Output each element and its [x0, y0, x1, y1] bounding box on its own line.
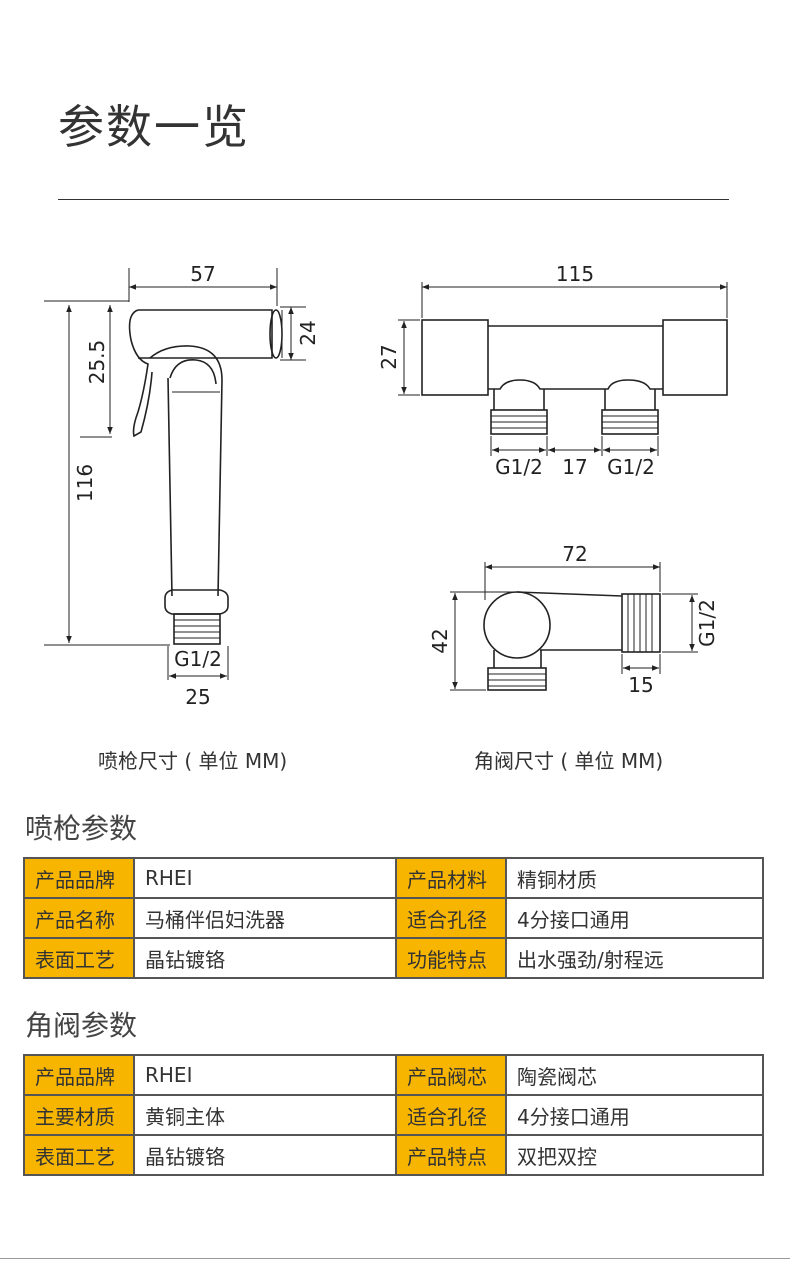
table-row: 产品名称 马桶伴侣妇洗器 适合孔径 4分接口通用 [23, 897, 764, 939]
param-value: 双把双控 [505, 1134, 764, 1176]
param-label: 适合孔径 [395, 897, 507, 939]
spray-gun-dimension-lines [44, 268, 306, 680]
spray-params-table: 产品品牌 RHEI 产品材料 精铜材质 产品名称 马桶伴侣妇洗器 适合孔径 4分… [23, 857, 764, 979]
dim-57-label: 57 [190, 262, 215, 286]
dimension-drawings: 57 24 25.5 116 G1/2 25 115 [44, 262, 728, 709]
double-valve-drawing [421, 319, 728, 435]
table-row: 产品品牌 RHEI 产品材料 精铜材质 [23, 857, 764, 899]
spray-gun-caption: 喷枪尺寸 ( 单位 MM) [98, 749, 288, 773]
spray-params-heading: 喷枪参数 [25, 812, 138, 845]
param-label: 产品特点 [395, 1134, 507, 1176]
param-label: 产品品牌 [23, 1054, 135, 1096]
single-valve-dimension-lines [450, 562, 698, 691]
dim-116-label: 116 [73, 464, 97, 502]
param-label: 主要材质 [23, 1094, 135, 1136]
table-row: 表面工艺 晶钻镀铬 功能特点 出水强劲/射程远 [23, 937, 764, 979]
table-row: 主要材质 黄铜主体 适合孔径 4分接口通用 [23, 1094, 764, 1136]
param-value: RHEI [133, 1054, 397, 1096]
angle-valve-caption: 角阀尺寸 ( 单位 MM) [474, 749, 664, 773]
param-value: 精铜材质 [505, 857, 764, 899]
page-title: 参数一览 [58, 100, 250, 154]
dim-g12-label: G1/2 [174, 647, 222, 671]
param-value: 4分接口通用 [505, 1094, 764, 1136]
dim-24-label: 24 [296, 320, 320, 345]
table-row: 产品品牌 RHEI 产品阀芯 陶瓷阀芯 [23, 1054, 764, 1096]
param-label: 产品阀芯 [395, 1054, 507, 1096]
dim-42-label: 42 [428, 628, 452, 653]
param-label: 产品品牌 [23, 857, 135, 899]
dim-25-label: 25 [185, 685, 210, 709]
param-value: 4分接口通用 [505, 897, 764, 939]
param-value: 晶钻镀铬 [133, 1134, 397, 1176]
param-value: 晶钻镀铬 [133, 937, 397, 979]
param-value: 马桶伴侣妇洗器 [133, 897, 397, 939]
param-label: 表面工艺 [23, 937, 135, 979]
dim-g12-right-label: G1/2 [607, 455, 655, 479]
param-label: 表面工艺 [23, 1134, 135, 1176]
dim-25-5-label: 25.5 [85, 340, 109, 385]
param-label: 功能特点 [395, 937, 507, 979]
param-value: RHEI [133, 857, 397, 899]
double-valve-dimension-lines [398, 282, 728, 456]
param-value: 陶瓷阀芯 [505, 1054, 764, 1096]
dim-15-label: 15 [628, 673, 653, 697]
dim-g12-side-label: G1/2 [695, 599, 719, 647]
table-row: 表面工艺 晶钻镀铬 产品特点 双把双控 [23, 1134, 764, 1176]
dim-17-label: 17 [562, 455, 587, 479]
dim-27-label: 27 [377, 344, 401, 369]
param-value: 出水强劲/射程远 [505, 937, 764, 979]
param-value: 黄铜主体 [133, 1094, 397, 1136]
dim-72-label: 72 [562, 542, 587, 566]
param-label: 产品名称 [23, 897, 135, 939]
title-divider [58, 199, 729, 200]
single-valve-drawing [483, 591, 661, 691]
param-label: 适合孔径 [395, 1094, 507, 1136]
valve-params-heading: 角阀参数 [25, 1009, 138, 1042]
valve-params-table: 产品品牌 RHEI 产品阀芯 陶瓷阀芯 主要材质 黄铜主体 适合孔径 4分接口通… [23, 1054, 764, 1176]
spray-gun-drawing [128, 309, 283, 645]
param-label: 产品材料 [395, 857, 507, 899]
dim-g12-left-label: G1/2 [495, 455, 543, 479]
bottom-divider [0, 1258, 790, 1259]
dim-115-label: 115 [556, 262, 594, 286]
